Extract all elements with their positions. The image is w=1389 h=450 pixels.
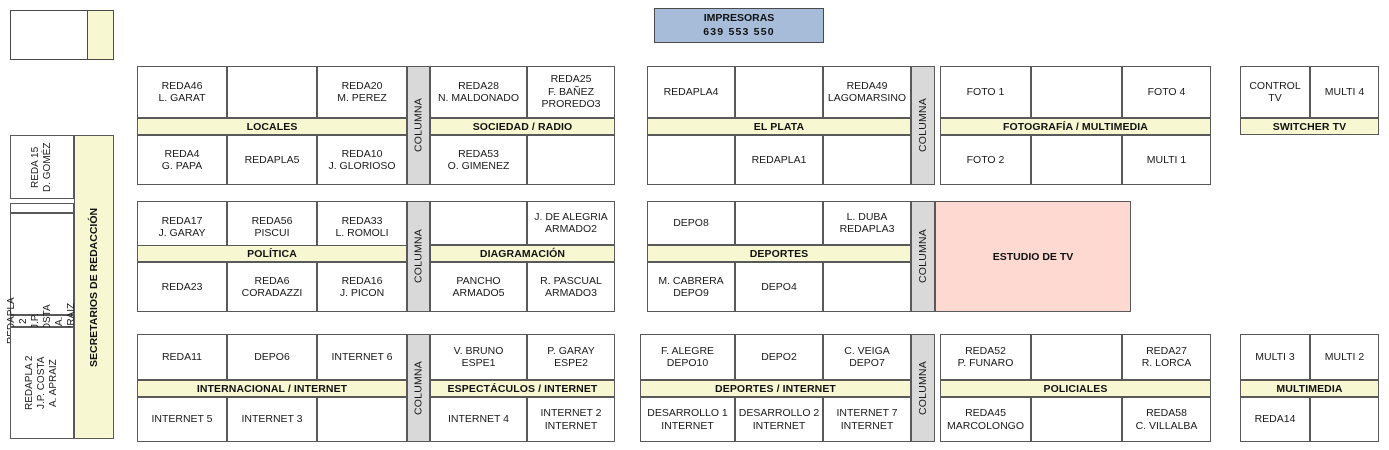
band-deportes-internet: DEPORTES / INTERNET [640, 380, 911, 397]
cell-multimedia-top-1[interactable]: MULTI 2 [1310, 334, 1379, 380]
cell-politica-top-1[interactable]: REDA56 PISCUI [227, 201, 317, 253]
band-internacional-internet: INTERNACIONAL / INTERNET [137, 380, 407, 397]
column-strip-r2c1: COLUMNA [407, 201, 430, 312]
band-policiales: POLICIALES [940, 380, 1211, 397]
cell-locales-top-0[interactable]: REDA46 L. GARAT [137, 66, 227, 118]
cell-internacional-bottom-1[interactable]: INTERNET 3 [227, 397, 317, 442]
band-deportes: DEPORTES [647, 245, 911, 262]
cell-internacional-top-0[interactable]: REDA11 [137, 334, 227, 380]
cell-elplata-bottom-0[interactable] [647, 135, 735, 185]
band-sociedad-radio: SOCIEDAD / RADIO [430, 118, 615, 135]
cell-locales-bottom-2[interactable]: REDA10 J. GLORIOSO [317, 135, 407, 185]
cell-espectaculos-top-0[interactable]: V. BRUNO ESPE1 [430, 334, 527, 380]
cell-sociedad-top-0[interactable]: REDA28 N. MALDONADO [430, 66, 527, 118]
cell-policiales-bottom-2[interactable]: REDA58 C. VILLALBA [1122, 397, 1211, 442]
cell-politica-bottom-1[interactable]: REDA6 CORADAZZI [227, 262, 317, 312]
cell-politica-top-2[interactable]: REDA33 L. ROMOLI [317, 201, 407, 253]
cell-elplata-bottom-1[interactable]: REDAPLA1 [735, 135, 823, 185]
cell-deportesinternet-top-1[interactable]: DEPO2 [735, 334, 823, 380]
cell-sociedad-bottom-1[interactable] [527, 135, 615, 185]
cell-locales-bottom-0[interactable]: REDA4 G. PAPA [137, 135, 227, 185]
cell-fotografia-top-2[interactable]: FOTO 4 [1122, 66, 1211, 118]
band-politica: POLÍTICA [137, 245, 407, 262]
cell-elplata-top-0[interactable]: REDAPLA4 [647, 66, 735, 118]
cell-multimedia-top-0[interactable]: MULTI 3 [1240, 334, 1310, 380]
sidebar-cell-0[interactable]: REDA 15 D. GOMÉZ [10, 135, 74, 199]
cell-espectaculos-top-1[interactable]: P. GARAY ESPE2 [527, 334, 615, 380]
cell-deportesinternet-bottom-1[interactable]: DESARROLLO 2 INTERNET [735, 397, 823, 442]
cell-deportes-top-2[interactable]: L. DUBA REDAPLA3 [823, 201, 911, 245]
cell-diagramacion-bottom-1[interactable]: R. PASCUAL ARMADO3 [527, 262, 615, 312]
estudio-de-tv-area[interactable]: ESTUDIO DE TV [935, 201, 1131, 312]
printers-numbers: 639 553 550 [703, 25, 775, 38]
band-multimedia: MULTIMEDIA [1240, 380, 1379, 397]
band-switcher-tv: SWITCHER TV [1240, 118, 1379, 135]
legend-box-empty [10, 10, 88, 60]
cell-deportesinternet-top-2[interactable]: C. VEIGA DEPO7 [823, 334, 911, 380]
column-strip-r2c2: COLUMNA [911, 201, 935, 312]
cell-multimedia-bottom-1[interactable] [1310, 397, 1379, 442]
cell-fotografia-bottom-1[interactable] [1031, 135, 1122, 185]
band-fotografia-multimedia: FOTOGRAFÍA / MULTIMEDIA [940, 118, 1211, 135]
cell-politica-top-0[interactable]: REDA17 J. GARAY [137, 201, 227, 253]
cell-switcher-top-0[interactable]: CONTROL TV [1240, 66, 1310, 118]
cell-fotografia-bottom-2[interactable]: MULTI 1 [1122, 135, 1211, 185]
cell-espectaculos-bottom-1[interactable]: INTERNET 2 INTERNET [527, 397, 615, 442]
band-diagramacion: DIAGRAMACIÓN [430, 245, 615, 262]
cell-politica-bottom-0[interactable]: REDA23 [137, 262, 227, 312]
sidebar-cell-3[interactable]: REDAPLA 2 J.P. COSTA A. APRAIZ [6, 297, 77, 345]
cell-deportes-bottom-2[interactable] [823, 262, 911, 312]
cell-deportes-bottom-0[interactable]: M. CABRERA DEPO9 [647, 262, 735, 312]
sidebar-cell-1[interactable] [10, 203, 74, 213]
cell-elplata-top-2[interactable]: REDA49 LAGOMARSINO [823, 66, 911, 118]
printers-header: IMPRESORAS 639 553 550 [654, 8, 824, 43]
cell-policiales-bottom-1[interactable] [1031, 397, 1122, 442]
cell-internacional-top-2[interactable]: INTERNET 6 [317, 334, 407, 380]
cell-policiales-top-0[interactable]: REDA52 P. FUNARO [940, 334, 1031, 380]
band-el-plata: EL PLATA [647, 118, 911, 135]
cell-diagramacion-top-0[interactable] [430, 201, 527, 245]
band-locales: LOCALES [137, 118, 407, 135]
cell-policiales-top-2[interactable]: REDA27 R. LORCA [1122, 334, 1211, 380]
cell-sociedad-bottom-0[interactable]: REDA53 O. GIMENEZ [430, 135, 527, 185]
cell-diagramacion-bottom-0[interactable]: PANCHO ARMADO5 [430, 262, 527, 312]
cell-internacional-bottom-2[interactable] [317, 397, 407, 442]
band-espectaculos-internet: ESPECTÁCULOS / INTERNET [430, 380, 615, 397]
cell-elplata-top-1[interactable] [735, 66, 823, 118]
cell-fotografia-top-0[interactable]: FOTO 1 [940, 66, 1031, 118]
sidebar-section-label: SECRETARIOS DE REDACCIÓN [74, 135, 114, 439]
cell-multimedia-bottom-0[interactable]: REDA14 [1240, 397, 1310, 442]
cell-internacional-bottom-0[interactable]: INTERNET 5 [137, 397, 227, 442]
cell-politica-bottom-2[interactable]: REDA16 J. PICON [317, 262, 407, 312]
cell-deportes-bottom-1[interactable]: DEPO4 [735, 262, 823, 312]
cell-deportesinternet-bottom-0[interactable]: DESARROLLO 1 INTERNET [640, 397, 735, 442]
printers-title: IMPRESORAS [703, 12, 775, 25]
cell-deportesinternet-top-0[interactable]: F. ALEGRE DEPO10 [640, 334, 735, 380]
column-strip-r3c2: COLUMNA [911, 334, 935, 442]
cell-deportes-top-1[interactable] [735, 201, 823, 245]
column-strip-r1c1: COLUMNA [407, 66, 430, 185]
legend-box-yellow [87, 10, 114, 60]
cell-switcher-top-1[interactable]: MULTI 4 [1310, 66, 1379, 118]
cell-deportes-top-0[interactable]: DEPO8 [647, 201, 735, 245]
cell-fotografia-top-1[interactable] [1031, 66, 1122, 118]
column-strip-r3c1: COLUMNA [407, 334, 430, 442]
cell-locales-top-1[interactable] [227, 66, 317, 118]
cell-sociedad-top-1[interactable]: REDA25 F. BAÑEZ PROREDO3 [527, 66, 615, 118]
cell-internacional-top-1[interactable]: DEPO6 [227, 334, 317, 380]
cell-locales-top-2[interactable]: REDA20 M. PEREZ [317, 66, 407, 118]
column-strip-r1c2: COLUMNA [911, 66, 935, 185]
cell-diagramacion-top-1[interactable]: J. DE ALEGRIA ARMADO2 [527, 201, 615, 245]
cell-fotografia-bottom-0[interactable]: FOTO 2 [940, 135, 1031, 185]
cell-elplata-bottom-2[interactable] [823, 135, 911, 185]
cell-espectaculos-bottom-0[interactable]: INTERNET 4 [430, 397, 527, 442]
sidebar-cell-4[interactable]: REDAPLA 2 J.P. COSTA A. APRAIZ [10, 327, 74, 439]
cell-policiales-top-1[interactable] [1031, 334, 1122, 380]
cell-deportesinternet-bottom-2[interactable]: INTERNET 7 INTERNET [823, 397, 911, 442]
cell-policiales-bottom-0[interactable]: REDA45 MARCOLONGO [940, 397, 1031, 442]
cell-locales-bottom-1[interactable]: REDAPLA5 [227, 135, 317, 185]
